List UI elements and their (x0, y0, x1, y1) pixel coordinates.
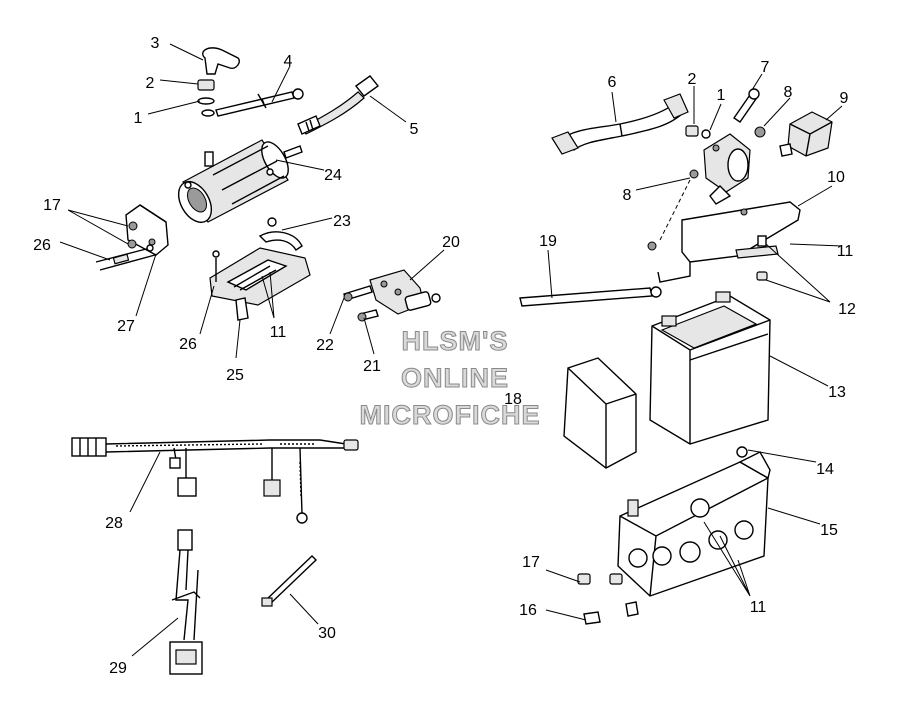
callout-c7: 7 (761, 59, 770, 76)
callout-c15: 15 (820, 522, 838, 539)
watermark: HLSM'S ONLINE MICROFICHE (359, 326, 541, 431)
callout-c30: 30 (318, 625, 336, 642)
insulator-pad-18 (563, 357, 637, 469)
callout-c18: 18 (504, 391, 522, 408)
callout-c16: 16 (519, 602, 537, 619)
callout-c13: 13 (828, 384, 846, 401)
starter-cable-5 (297, 75, 380, 135)
callout-c24: 24 (324, 167, 342, 184)
starter-solenoid-bracket (209, 217, 311, 321)
callout-c22: 22 (316, 337, 334, 354)
callout-c25: 25 (226, 367, 244, 384)
callout-c8b: 8 (623, 187, 632, 204)
callout-c20: 20 (442, 234, 460, 251)
callout-c28: 28 (105, 515, 123, 532)
watermark-line-1: HLSM'S (402, 326, 509, 356)
callout-c26b: 26 (179, 336, 197, 353)
battery-cable-6 (551, 93, 689, 155)
tray-10 (647, 169, 801, 283)
callout-c2a: 2 (146, 75, 155, 92)
callout-c11a: 11 (270, 324, 287, 341)
callout-c4: 4 (284, 53, 293, 70)
callout-c11c: 11 (750, 599, 767, 616)
callout-c14: 14 (816, 461, 834, 478)
battery-box-15 (577, 446, 771, 625)
callout-c23: 23 (333, 213, 351, 230)
starter-bracket (125, 204, 169, 256)
cable-tie-30 (261, 555, 318, 607)
callout-c6: 6 (608, 74, 617, 91)
wiring-harness-29 (169, 529, 203, 675)
callout-c5: 5 (410, 121, 419, 138)
callout-c19: 19 (539, 233, 557, 250)
callout-c3a: 3 (151, 35, 160, 52)
bracket-9 (779, 111, 833, 157)
solenoid-20 (343, 269, 441, 322)
main-solenoid-7 (685, 88, 766, 205)
wiring-harness-28 (71, 437, 359, 524)
callout-c10: 10 (827, 169, 845, 186)
callout-c29: 29 (109, 660, 127, 677)
callout-c2b: 2 (688, 71, 697, 88)
callout-c1a: 1 (134, 110, 143, 127)
bolts-12 (756, 235, 768, 281)
callout-c1b: 1 (717, 87, 726, 104)
callout-c12: 12 (838, 301, 856, 318)
watermark-line-2: ONLINE (401, 363, 509, 393)
callout-c17b: 17 (522, 554, 540, 571)
watermark-line-3: MICROFICHE (360, 400, 541, 430)
callout-c11b: 11 (837, 243, 854, 260)
callout-c8a: 8 (784, 84, 793, 101)
callout-c26a: 26 (33, 237, 51, 254)
callout-c21: 21 (363, 358, 381, 375)
callout-c17a: 17 (43, 197, 61, 214)
terminal-wires-26-27 (95, 244, 156, 271)
callout-c9: 9 (840, 90, 849, 107)
battery-strap-19 (519, 286, 662, 307)
starter-motor (177, 139, 303, 223)
battery-13 (649, 291, 771, 445)
callout-c27: 27 (117, 318, 135, 335)
leader-lines (59, 43, 843, 657)
